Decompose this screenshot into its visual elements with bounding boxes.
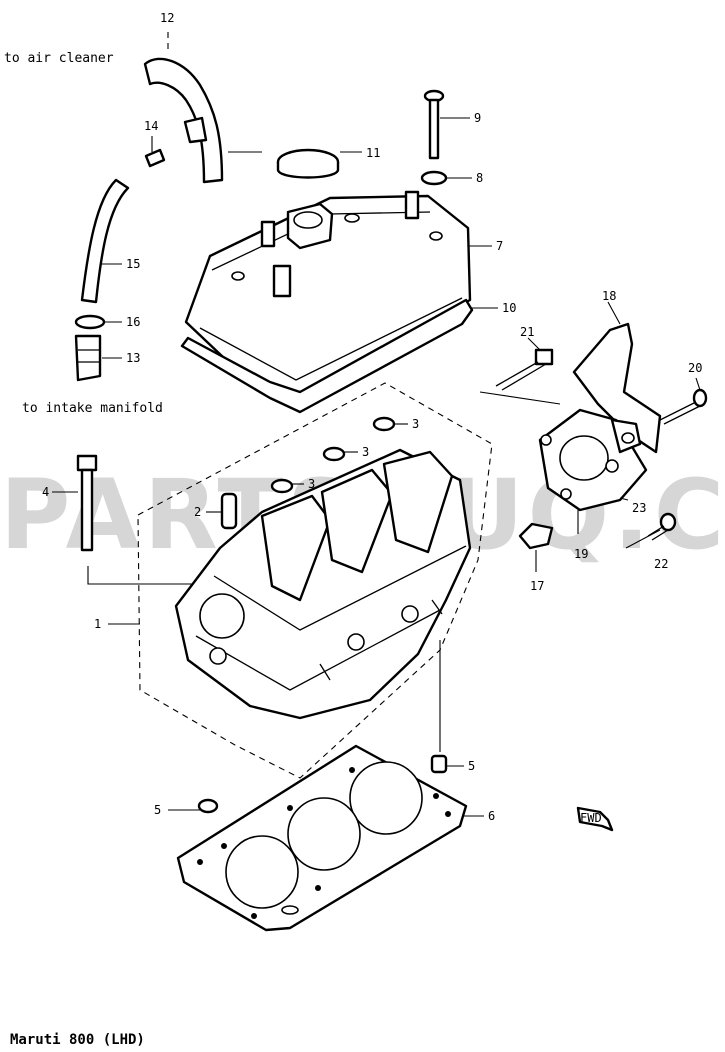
callout-14: 14 — [144, 119, 158, 133]
callout-7: 7 — [496, 239, 503, 253]
callout-9: 9 — [474, 111, 481, 125]
cylinder-head — [174, 448, 472, 720]
svg-text:FWD: FWD — [580, 811, 602, 825]
dowel-pins — [197, 640, 448, 814]
water-outlet-assembly — [538, 322, 662, 512]
outlet-stud — [625, 512, 677, 549]
callout-3a: 3 — [412, 417, 419, 431]
callout-21: 21 — [520, 325, 534, 339]
temperature-sensor — [518, 522, 554, 572]
callout-10: 10 — [502, 301, 516, 315]
callout-6: 6 — [488, 809, 495, 823]
callout-3b: 3 — [362, 445, 369, 459]
cover-gasket — [180, 298, 474, 414]
callout-1: 1 — [94, 617, 101, 631]
note-air-cleaner: to air cleaner — [4, 51, 114, 66]
head-bolt — [76, 454, 220, 585]
air-cleaner-hose — [143, 32, 224, 184]
diagram-caption: Maruti 800 (LHD) — [10, 1032, 145, 1048]
cover-bolt — [420, 89, 448, 186]
callout-17: 17 — [530, 579, 544, 593]
dowel-pin — [220, 492, 238, 530]
pcv-hose-assembly — [74, 148, 166, 382]
outlet-bolt — [479, 348, 561, 405]
callout-2: 2 — [194, 505, 201, 519]
callout-20: 20 — [688, 361, 702, 375]
fwd-arrow-icon: FWD — [576, 806, 614, 832]
callout-15: 15 — [126, 257, 140, 271]
callout-8: 8 — [476, 171, 483, 185]
note-intake-manifold: to intake manifold — [22, 401, 163, 416]
callout-16: 16 — [126, 315, 140, 329]
callout-23: 23 — [632, 501, 646, 515]
callout-18: 18 — [602, 289, 616, 303]
callout-19: 19 — [574, 547, 588, 561]
callout-5b: 5 — [468, 759, 475, 773]
callout-5a: 5 — [154, 803, 161, 817]
plugs — [270, 416, 396, 494]
callout-13: 13 — [126, 351, 140, 365]
callout-3c: 3 — [308, 477, 315, 491]
leader-lines — [52, 117, 701, 817]
bracket-bolt — [659, 388, 708, 425]
callout-12: 12 — [160, 11, 174, 25]
callout-4: 4 — [42, 485, 49, 499]
callout-11: 11 — [366, 146, 380, 160]
oil-filler-cap — [276, 148, 340, 179]
callout-22: 22 — [654, 557, 668, 571]
cylinder-head-cover — [184, 190, 472, 398]
head-gasket — [176, 744, 468, 932]
